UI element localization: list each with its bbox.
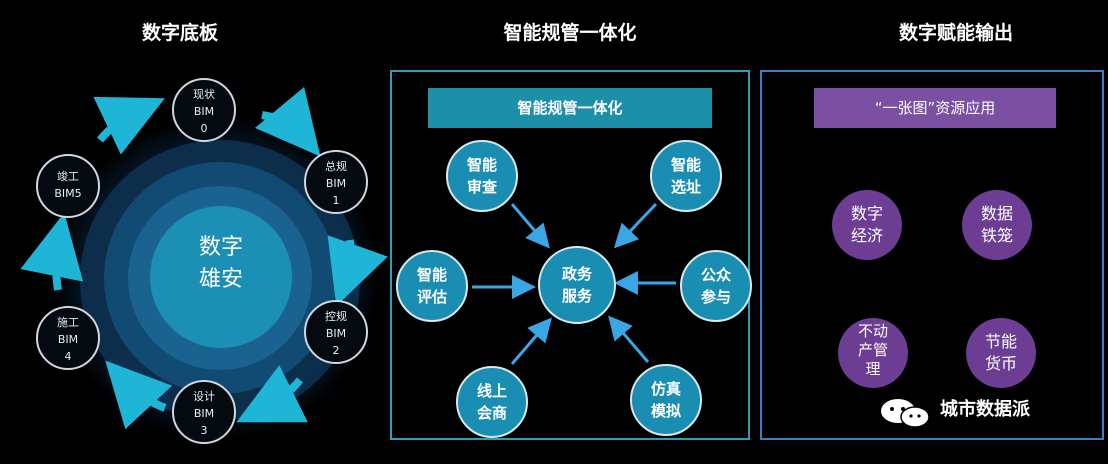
cycle-arrow-0-1 — [254, 86, 321, 157]
app-node-data-cage: 数据 铁笼 — [962, 190, 1032, 260]
arrow-review-to-center — [510, 203, 550, 249]
core-label-line2: 雄安 — [198, 267, 243, 292]
core-circle — [150, 206, 292, 348]
app-node-energy-currency: 节能 货币 — [966, 318, 1036, 388]
bim-node-2: 控规 BIM 2 — [304, 300, 368, 364]
gov-node-assessment: 智能 评估 — [396, 250, 468, 322]
cycle-arrow-2-3 — [236, 365, 308, 423]
watermark: 城市数据派 — [940, 399, 1030, 420]
cycle-arrow-3-4 — [105, 360, 173, 430]
gov-node-public: 公众 参与 — [680, 250, 752, 322]
bim-node-4: 施工 BIM 4 — [36, 306, 100, 370]
gov-node-site-selection: 智能 选址 — [650, 140, 722, 212]
gov-node-center: 政务 服务 — [538, 246, 616, 324]
output-panel — [760, 70, 1104, 440]
section-title-smart-governance: 智能规管一体化 — [503, 22, 637, 44]
output-header: “一张图”资源应用 — [814, 88, 1056, 128]
cycle-arrow-5-0 — [93, 96, 165, 155]
gov-node-simulation: 仿真 模拟 — [630, 364, 702, 436]
bim-node-5: 竣工 BIM5 — [36, 154, 100, 218]
gov-node-consultation: 线上 会商 — [456, 366, 528, 438]
section-title-digital-output: 数字赋能输出 — [898, 22, 1013, 44]
cycle-arrow-4-5 — [20, 212, 84, 291]
section-title-digital-base: 数字底板 — [141, 22, 218, 44]
gov-node-review: 智能 审查 — [446, 140, 518, 212]
arrow-site-to-center — [613, 202, 658, 249]
bim-node-1: 总规 BIM 1 — [304, 150, 368, 214]
core-label-line1: 数字 — [198, 235, 243, 260]
core-label: 数字 雄安 — [150, 232, 292, 296]
governance-header: 智能规管一体化 — [428, 88, 712, 128]
app-node-digital-economy: 数字 经济 — [832, 190, 902, 260]
arrow-consult-to-center — [510, 317, 552, 365]
arrow-simulation-to-center — [608, 315, 650, 363]
bim-node-0: 现状 BIM 0 — [172, 78, 236, 142]
wechat-icon — [881, 399, 930, 428]
cycle-arrow-1-2 — [327, 235, 388, 307]
bim-node-3: 设计 BIM 3 — [172, 380, 236, 444]
governance-panel — [390, 70, 750, 440]
app-node-property-management: 不动 产管 理 — [838, 318, 908, 388]
